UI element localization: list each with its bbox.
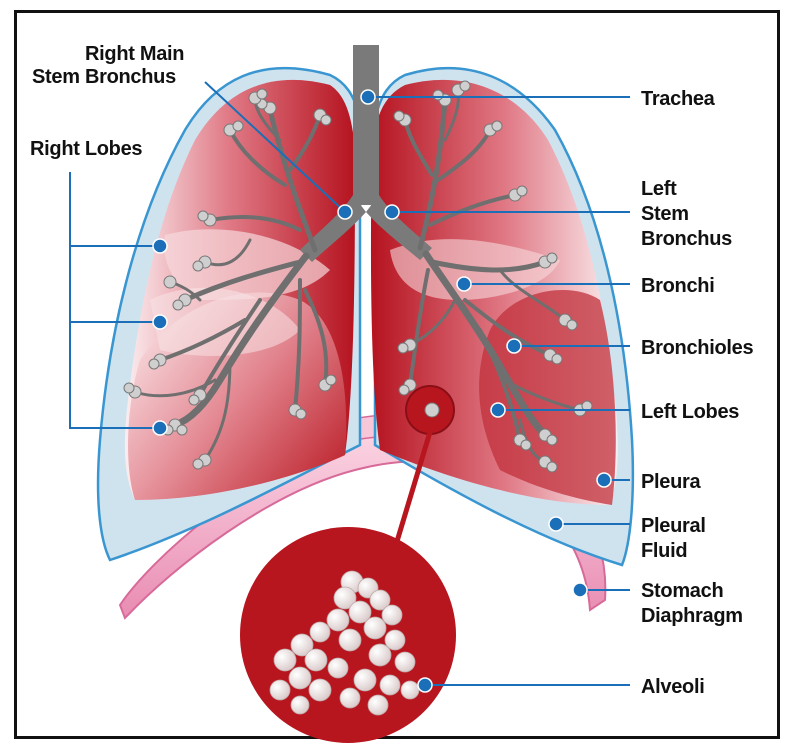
label-diaphragm: Diaphragm: [641, 605, 743, 627]
label-pleural-fluid-line2: Fluid: [641, 540, 687, 562]
label-pleural-fluid-line1: Pleural: [641, 515, 706, 537]
label-bronchi: Bronchi: [641, 275, 714, 297]
label-right-main-stem-bronchus-line1: Right Main: [85, 43, 184, 65]
label-left-stem-bronchus-line2: Stem: [641, 203, 689, 225]
left-lung: [371, 80, 618, 505]
label-right-main-stem-bronchus-line2: Stem Bronchus: [32, 66, 176, 88]
label-pleura: Pleura: [641, 471, 702, 493]
label-bronchioles: Bronchioles: [641, 337, 753, 359]
label-right-lobes: Right Lobes: [30, 138, 142, 160]
label-left-stem-bronchus-line1: Left: [641, 178, 677, 200]
label-left-stem-bronchus-line3: Bronchus: [641, 228, 732, 250]
label-alveoli: Alveoli: [641, 676, 704, 698]
label-left-lobes: Left Lobes: [641, 401, 739, 423]
label-stomach: Stomach: [641, 580, 723, 602]
label-trachea: Trachea: [641, 88, 716, 110]
